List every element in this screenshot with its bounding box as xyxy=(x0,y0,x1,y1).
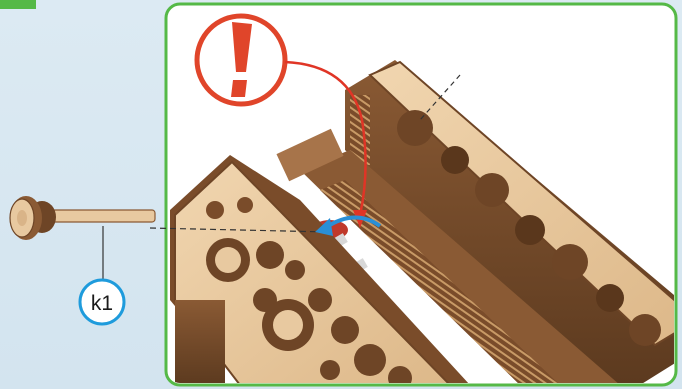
part-callout: k1 xyxy=(80,280,124,324)
part-label: k1 xyxy=(91,292,113,315)
warning-badge xyxy=(197,16,285,104)
part-k1-axle xyxy=(10,196,155,240)
step-tab xyxy=(0,0,36,9)
